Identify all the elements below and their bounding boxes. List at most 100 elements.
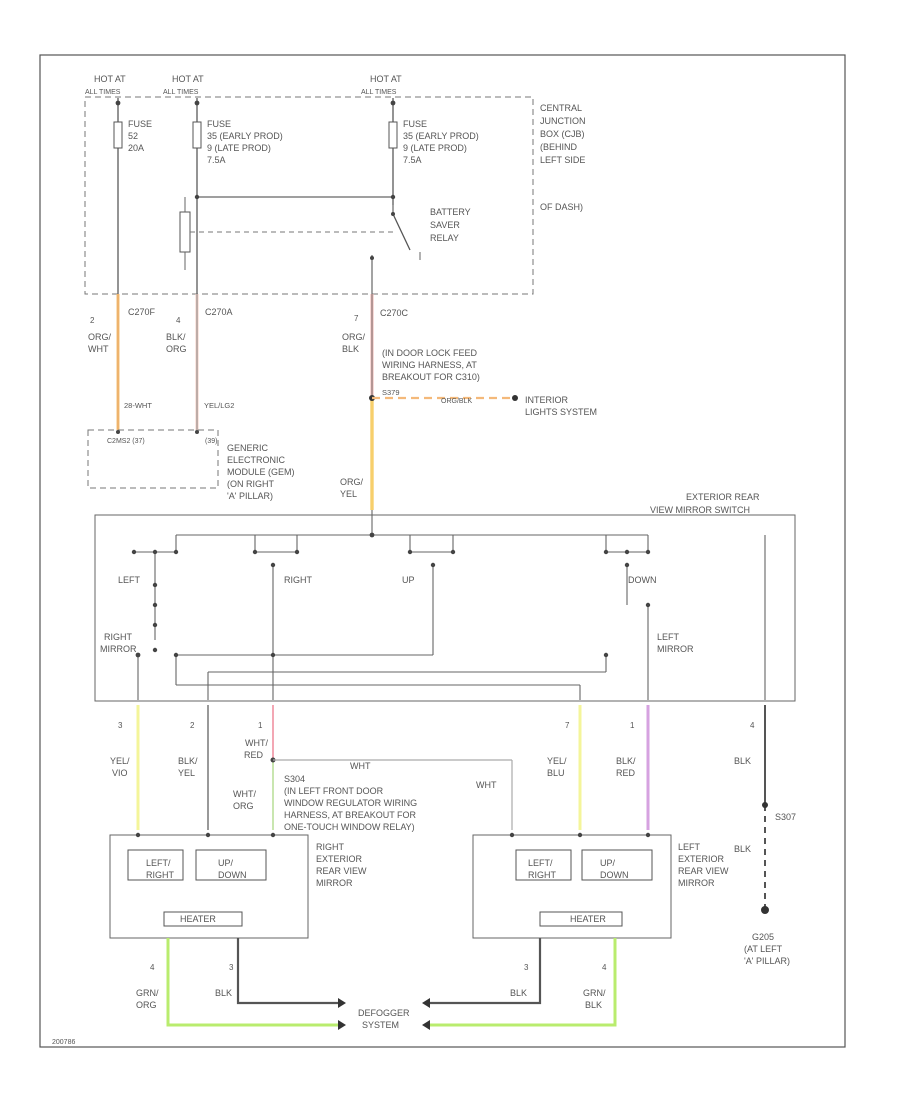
fuse-1-symbol — [113, 121, 123, 149]
svg-text:SYSTEM: SYSTEM — [362, 1020, 399, 1030]
svg-text:4: 4 — [150, 963, 155, 972]
svg-text:JUNCTION: JUNCTION — [540, 116, 586, 126]
svg-text:MIRROR: MIRROR — [316, 878, 353, 888]
mirror-switch-box — [94, 514, 796, 702]
svg-text:C270A: C270A — [205, 307, 233, 317]
svg-text:YEL/: YEL/ — [110, 756, 130, 766]
svg-text:DEFOGGER: DEFOGGER — [358, 1008, 410, 1018]
svg-text:S307: S307 — [775, 812, 796, 822]
svg-text:20A: 20A — [128, 143, 144, 153]
svg-text:ALL TIMES: ALL TIMES — [85, 89, 121, 96]
svg-text:BOX (CJB): BOX (CJB) — [540, 129, 585, 139]
svg-text:UP: UP — [402, 575, 415, 585]
svg-text:WIRING HARNESS, AT: WIRING HARNESS, AT — [382, 360, 477, 370]
wire-blk-yel: 2 BLK/ YEL — [178, 705, 209, 830]
svg-text:OF DASH): OF DASH) — [540, 202, 583, 212]
svg-text:HEATER: HEATER — [570, 914, 606, 924]
switch-contacts — [131, 532, 651, 658]
svg-text:S379: S379 — [382, 388, 400, 397]
svg-text:EXTERIOR: EXTERIOR — [678, 854, 725, 864]
svg-text:4: 4 — [750, 721, 755, 730]
svg-text:LIGHTS SYSTEM: LIGHTS SYSTEM — [525, 407, 597, 417]
svg-text:WINDOW REGULATOR WIRING: WINDOW REGULATOR WIRING — [284, 798, 417, 808]
svg-text:'A' PILLAR): 'A' PILLAR) — [227, 491, 273, 501]
fuse-3-symbol — [388, 121, 398, 149]
svg-text:G205: G205 — [752, 932, 774, 942]
svg-text:MIRROR: MIRROR — [100, 644, 137, 654]
diagram-border — [39, 54, 846, 1048]
svg-text:BLK: BLK — [510, 988, 527, 998]
svg-text:EXTERIOR REAR: EXTERIOR REAR — [686, 492, 760, 502]
svg-text:BREAKOUT FOR C310): BREAKOUT FOR C310) — [382, 372, 480, 382]
cjb-box — [84, 96, 534, 295]
svg-text:BLK/: BLK/ — [616, 756, 636, 766]
svg-text:ELECTRONIC: ELECTRONIC — [227, 455, 286, 465]
svg-text:HOT AT: HOT AT — [172, 74, 204, 84]
fuse-2-symbol — [192, 121, 202, 149]
svg-text:52: 52 — [128, 131, 138, 141]
svg-text:HARNESS, AT BREAKOUT FOR: HARNESS, AT BREAKOUT FOR — [284, 810, 417, 820]
switch-labels: LEFT RIGHT UP DOWN RIGHT MIRROR LEFT MIR… — [100, 575, 694, 654]
svg-text:YEL/: YEL/ — [547, 756, 567, 766]
wire-yel-blu: 7 YEL/ BLU — [547, 705, 582, 830]
svg-text:(AT LEFT: (AT LEFT — [744, 944, 783, 954]
svg-text:YEL/LG2: YEL/LG2 — [204, 401, 234, 410]
wire-blk-red: 1 BLK/ RED — [616, 705, 650, 830]
svg-text:BLK: BLK — [215, 988, 232, 998]
svg-text:DOWN: DOWN — [628, 575, 657, 585]
svg-text:BATTERY: BATTERY — [430, 207, 471, 217]
switch-feed-label: ORG/ YEL — [340, 477, 364, 499]
svg-text:2: 2 — [190, 721, 195, 730]
svg-text:1: 1 — [258, 721, 263, 730]
svg-text:(BEHIND: (BEHIND — [540, 142, 578, 152]
svg-text:4: 4 — [602, 963, 607, 972]
svg-text:CENTRAL: CENTRAL — [540, 103, 582, 113]
svg-text:RIGHT: RIGHT — [284, 575, 313, 585]
svg-text:ORG: ORG — [136, 1000, 157, 1010]
svg-text:(39): (39) — [205, 438, 217, 445]
svg-text:VIEW MIRROR SWITCH: VIEW MIRROR SWITCH — [650, 505, 750, 515]
svg-text:LEFT/: LEFT/ — [146, 858, 171, 868]
wire-wht-red: 1 WHT/ RED WHT/ ORG WHT WHT — [233, 705, 513, 830]
svg-text:EXTERIOR: EXTERIOR — [316, 854, 363, 864]
svg-text:7.5A: 7.5A — [207, 155, 226, 165]
svg-text:BLK: BLK — [342, 344, 359, 354]
svg-text:FUSE: FUSE — [207, 119, 231, 129]
svg-text:3: 3 — [524, 963, 529, 972]
svg-text:C270F: C270F — [128, 307, 156, 317]
svg-text:(IN DOOR LOCK FEED: (IN DOOR LOCK FEED — [382, 348, 478, 358]
gem-module: C2MS2 (37) (39) GENERIC ELECTRONIC MODUL… — [87, 429, 295, 501]
svg-text:ALL TIMES: ALL TIMES — [361, 89, 397, 96]
right-exterior-mirror: LEFT/ RIGHT UP/ DOWN HEATER RIGHT EXTERI… — [109, 832, 367, 939]
svg-text:YEL: YEL — [340, 489, 357, 499]
svg-text:7: 7 — [354, 314, 359, 323]
svg-text:3: 3 — [229, 963, 234, 972]
svg-text:LEFT: LEFT — [657, 632, 680, 642]
svg-text:1: 1 — [630, 721, 635, 730]
svg-text:2: 2 — [90, 316, 95, 325]
left-exterior-mirror: LEFT/ RIGHT UP/ DOWN HEATER LEFT EXTERIO… — [472, 832, 729, 939]
svg-text:BLK: BLK — [585, 1000, 602, 1010]
battery-saver-relay: BATTERY SAVER RELAY — [179, 194, 471, 294]
svg-text:7.5A: 7.5A — [403, 155, 422, 165]
svg-text:UP/: UP/ — [218, 858, 234, 868]
svg-text:WHT/: WHT/ — [245, 738, 268, 748]
svg-text:7: 7 — [565, 721, 570, 730]
svg-text:GRN/: GRN/ — [136, 988, 159, 998]
svg-text:BLU: BLU — [547, 768, 565, 778]
svg-text:ORG/: ORG/ — [340, 477, 364, 487]
svg-text:S304: S304 — [284, 774, 305, 784]
svg-text:(ON RIGHT: (ON RIGHT — [227, 479, 274, 489]
svg-text:MIRROR: MIRROR — [678, 878, 715, 888]
svg-text:MODULE (GEM): MODULE (GEM) — [227, 467, 295, 477]
hot-at-all-times-1: HOT AT ALL TIMES — [85, 74, 126, 96]
svg-text:ORG: ORG — [233, 801, 254, 811]
splice-s379: (IN DOOR LOCK FEED WIRING HARNESS, AT BR… — [369, 348, 597, 417]
svg-text:BLK: BLK — [734, 756, 751, 766]
svg-text:BLK/: BLK/ — [178, 756, 198, 766]
mirror-switch-title: EXTERIOR REAR VIEW MIRROR SWITCH — [650, 492, 760, 515]
svg-text:VIO: VIO — [112, 768, 128, 778]
cjb-label: CENTRAL JUNCTION BOX (CJB) (BEHIND LEFT … — [540, 103, 586, 212]
svg-text:RIGHT: RIGHT — [528, 870, 557, 880]
